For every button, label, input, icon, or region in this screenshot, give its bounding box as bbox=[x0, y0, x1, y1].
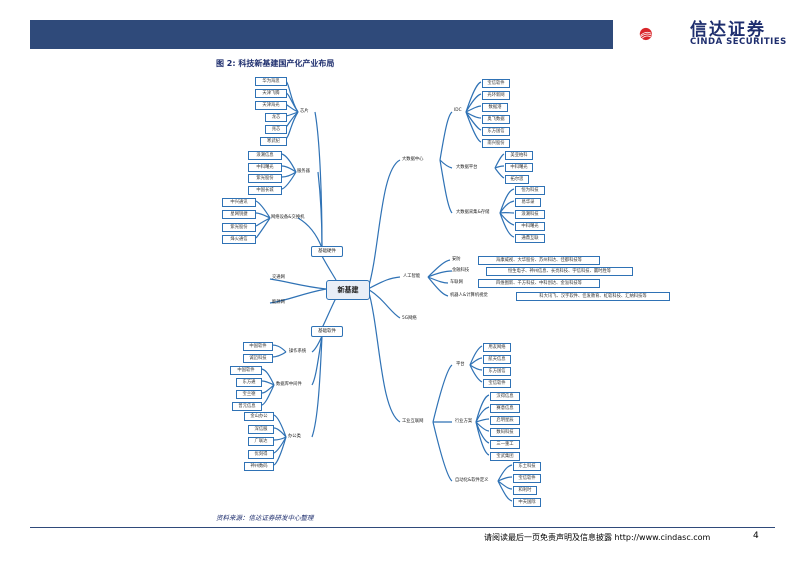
os-label: 操作系统 bbox=[289, 349, 307, 354]
ai-row-value: 恒生电子、神州信息、长亮科技、宇信科技、赢时胜等 bbox=[486, 267, 633, 276]
office-item: 广联达 bbox=[248, 437, 274, 446]
ai-row-label: 金融科技 bbox=[452, 268, 470, 273]
chip-item: 天津飞腾 bbox=[255, 89, 287, 98]
header-bar bbox=[30, 20, 613, 49]
network-label: 网络设备&交换机 bbox=[271, 215, 305, 220]
server-item: 浪潮信息 bbox=[248, 151, 282, 160]
platform-item: 拓尔思 bbox=[505, 175, 529, 184]
cinda-logo-icon bbox=[639, 27, 652, 41]
iiot-solution-item: 宝武集团 bbox=[490, 452, 520, 461]
office-item: 优刻得 bbox=[248, 450, 274, 459]
logo-cn-text: 信达证券 bbox=[690, 20, 766, 40]
iiot-platform-item: 用友网络 bbox=[483, 343, 511, 352]
chip-item: 寒武纪 bbox=[260, 137, 287, 146]
office-item: 神州数码 bbox=[244, 462, 274, 471]
iiot-solution-item: 数码科技 bbox=[490, 428, 520, 437]
chip-item: 龙芯 bbox=[265, 113, 287, 122]
storage-item: 中科曙光 bbox=[515, 222, 545, 231]
iiot-platform-item: 宝信软件 bbox=[483, 379, 511, 388]
ai-row-value: 海康威视、大华股份、苏州科达、佳都科技等 bbox=[478, 256, 600, 265]
ai-row-label: 安防 bbox=[452, 257, 461, 262]
middleware-item: 宝兰德 bbox=[236, 390, 262, 399]
idc-item: 奥飞数据 bbox=[482, 115, 510, 124]
transport-net-label: 交通网 bbox=[272, 275, 285, 280]
iiot-automation-label: 自动化&软件定义 bbox=[455, 478, 489, 483]
storage-item: 易华录 bbox=[515, 198, 541, 207]
iiot-platform-item: 东方国信 bbox=[483, 367, 511, 376]
ai-row-label: 车联网 bbox=[450, 280, 463, 285]
middleware-label: 数据库中间件 bbox=[276, 382, 302, 387]
datacenter-label: 大数据中心 bbox=[402, 157, 424, 162]
idc-item: 数据港 bbox=[482, 103, 508, 112]
middleware-item: 东方通 bbox=[236, 378, 262, 387]
server-item: 中国长城 bbox=[248, 186, 282, 195]
chips-label: 芯片 bbox=[300, 109, 309, 114]
iiot-automation-item: 宝信软件 bbox=[513, 474, 541, 483]
server-item: 紫光股份 bbox=[248, 174, 282, 183]
network-item: 中兴通讯 bbox=[222, 198, 256, 207]
platform-item: 美亚柏科 bbox=[505, 151, 533, 160]
page-number: 4 bbox=[753, 531, 759, 541]
iiot-platform-label: 平台 bbox=[456, 362, 465, 367]
storage-item: 通鼎互联 bbox=[515, 234, 545, 243]
os-item: 诚迈科技 bbox=[243, 354, 273, 363]
chip-item: 天津海光 bbox=[255, 101, 287, 110]
ai-row-value: 四维图新、千方科技、中科创达、金溢科技等 bbox=[478, 279, 600, 288]
iiot-automation-item: 中天国际 bbox=[513, 498, 541, 507]
office-label: 办公类 bbox=[288, 434, 301, 439]
hardware-node: 基础硬件 bbox=[311, 246, 343, 257]
figure-title: 图 2: 科技新基建国产化产业布局 bbox=[216, 59, 335, 68]
network-item: 烽火通信 bbox=[222, 235, 256, 244]
iiot-automation-item: 和利时 bbox=[513, 486, 537, 495]
iiot-automation-item: 东土科技 bbox=[513, 462, 541, 471]
ai-row-value: 科大讯飞、汉字软件、佳发教育、虹软科技、汇纳科技等 bbox=[516, 292, 670, 301]
storage-item: 恒为科技 bbox=[515, 186, 545, 195]
idc-item: 东方国信 bbox=[482, 127, 510, 136]
network-item: 星网锐捷 bbox=[222, 210, 256, 219]
server-item: 中科曙光 bbox=[248, 163, 282, 172]
iiot-solution-item: 汉得信息 bbox=[490, 392, 520, 401]
bigdata-platform-label: 大数据平台 bbox=[456, 165, 478, 170]
iiot-solution-item: 赛意信息 bbox=[490, 404, 520, 413]
iiot-platform-item: 航天信息 bbox=[483, 355, 511, 364]
ai-row-label: 机器人&计算机视觉 bbox=[450, 293, 488, 298]
idc-item: 光环新网 bbox=[482, 91, 510, 100]
idc-label: IDC bbox=[454, 108, 462, 113]
software-node: 基础软件 bbox=[311, 326, 343, 337]
iiot-solution-item: 启明星辰 bbox=[490, 416, 520, 425]
office-item: 深信服 bbox=[248, 425, 274, 434]
energy-net-label: 能源网 bbox=[272, 300, 285, 305]
chip-item: 华为海思 bbox=[255, 77, 287, 86]
ai-label: 人工智能 bbox=[403, 274, 421, 279]
iiot-label: 工业互联网 bbox=[402, 419, 424, 424]
middleware-item: 普元信息 bbox=[232, 402, 262, 411]
platform-item: 中科曙光 bbox=[505, 163, 533, 172]
os-item: 中国软件 bbox=[243, 342, 273, 351]
idc-item: 南兴股份 bbox=[482, 139, 510, 148]
mindmap-center-node: 新基建 bbox=[326, 280, 370, 300]
iiot-solution-item: 三一重工 bbox=[490, 440, 520, 449]
middleware-item: 中国软件 bbox=[230, 366, 262, 375]
logo-en-text: CINDA SECURITIES bbox=[690, 37, 787, 47]
office-item: 金山办公 bbox=[244, 412, 274, 421]
iiot-solution-label: 行业方案 bbox=[455, 419, 473, 424]
network-item: 紫光股份 bbox=[222, 223, 256, 232]
disclaimer-text: 请阅读最后一页免责声明及信息披露 http://www.cindasc.com bbox=[484, 533, 711, 542]
servers-label: 服务器 bbox=[297, 169, 310, 174]
storage-label: 大数据采集&存储 bbox=[456, 210, 490, 215]
idc-item: 宝信软件 bbox=[482, 79, 510, 88]
5g-network-label: 5G网络 bbox=[402, 316, 417, 321]
storage-item: 浪潮科技 bbox=[515, 210, 545, 219]
footer-divider bbox=[30, 527, 775, 528]
chip-item: 兆芯 bbox=[265, 125, 287, 134]
source-note: 资料来源：信达证券研发中心整理 bbox=[216, 514, 314, 522]
